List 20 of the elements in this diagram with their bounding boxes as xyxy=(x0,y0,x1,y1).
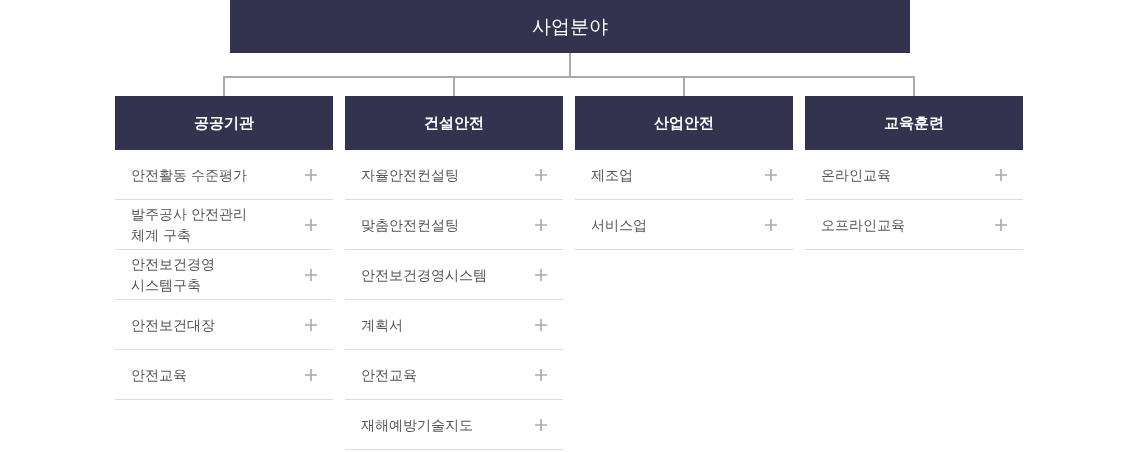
menu-item-text: 맞춤안전컨설팅 xyxy=(361,215,459,234)
menu-item-text: 안전보건경영 시스템구축 xyxy=(131,254,216,295)
menu-item-text: 재해예방기술지도 xyxy=(361,415,473,434)
menu-item-text: 발주공사 안전관리 체계 구축 xyxy=(131,204,249,245)
category-box: 산업안전 xyxy=(575,96,793,150)
menu-item-text: 안전교육 xyxy=(361,365,417,384)
category-box: 공공기관 xyxy=(115,96,333,150)
title-box: 사업분야 xyxy=(230,0,910,53)
menu-item-text: 제조업 xyxy=(591,165,633,185)
menu-item-text: 안전보건경영시스템 xyxy=(361,265,487,285)
menu-item-text: 안전보건대장 xyxy=(131,315,215,334)
menu-item-text: 안전교육 xyxy=(131,365,187,384)
menu-item-text: 계획서 xyxy=(361,315,403,335)
menu-item-text: 자율안전컨설팅 xyxy=(361,165,459,184)
menu-item-text: 온라인교육 xyxy=(821,165,891,184)
menu-item-text: 오프라인교육 xyxy=(821,215,905,234)
category-box: 건설안전 xyxy=(345,96,563,150)
menu-item-text: 안전활동 수준평가 xyxy=(131,165,248,184)
menu-item-text: 서비스업 xyxy=(591,215,647,235)
category-box: 교육훈련 xyxy=(805,96,1023,150)
